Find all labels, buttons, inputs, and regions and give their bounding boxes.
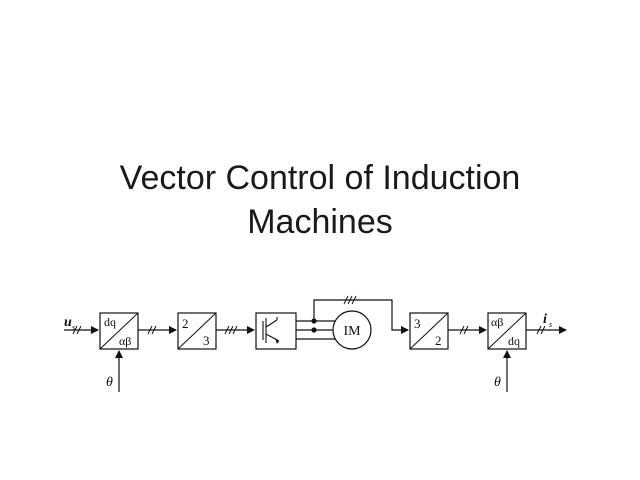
output-bus-marks <box>536 325 546 335</box>
angle-right-label: θ <box>494 375 501 390</box>
igbt-switch-icon <box>262 317 280 343</box>
block-dq-ab-bottom: αβ <box>119 334 131 348</box>
link-3-bus-marks <box>459 325 469 335</box>
junction-dot-2 <box>311 327 317 333</box>
block-2-3-bottom: 3 <box>203 333 210 348</box>
slide-title: Vector Control of Induction Machines <box>0 156 640 244</box>
feedback-bus-marks <box>343 295 357 305</box>
transform-ab-to-dq-block: αβ dq <box>487 312 527 350</box>
block-3-2-bottom: 2 <box>435 333 442 348</box>
induction-motor: IM <box>332 310 372 350</box>
current-feedback-line <box>313 299 409 334</box>
output-subscript: s <box>549 320 552 329</box>
block-ab-dq-top: αβ <box>491 315 503 329</box>
input-label: u <box>64 315 72 330</box>
link-2-bus-marks <box>224 325 238 335</box>
input-bus-marks <box>72 325 82 335</box>
block-2-3-top: 2 <box>182 316 189 331</box>
block-ab-dq-bottom: dq <box>508 334 520 348</box>
block-3-2-top: 3 <box>414 316 421 331</box>
inverter-block <box>255 312 297 350</box>
output-label: i <box>543 312 547 327</box>
two-to-three-phase-block: 2 3 <box>177 312 217 350</box>
input-subscript: s <box>72 323 75 332</box>
transform-dq-to-ab-block: dq αβ <box>99 312 139 350</box>
title-line-1: Vector Control of Induction <box>119 159 521 197</box>
angle-left-label: θ <box>106 375 113 390</box>
link-1-bus-marks <box>147 325 157 335</box>
motor-label: IM <box>343 324 361 339</box>
title-line-2: Machines <box>247 203 393 241</box>
three-to-two-phase-block: 3 2 <box>409 312 449 350</box>
block-dq-ab-top: dq <box>104 315 116 329</box>
